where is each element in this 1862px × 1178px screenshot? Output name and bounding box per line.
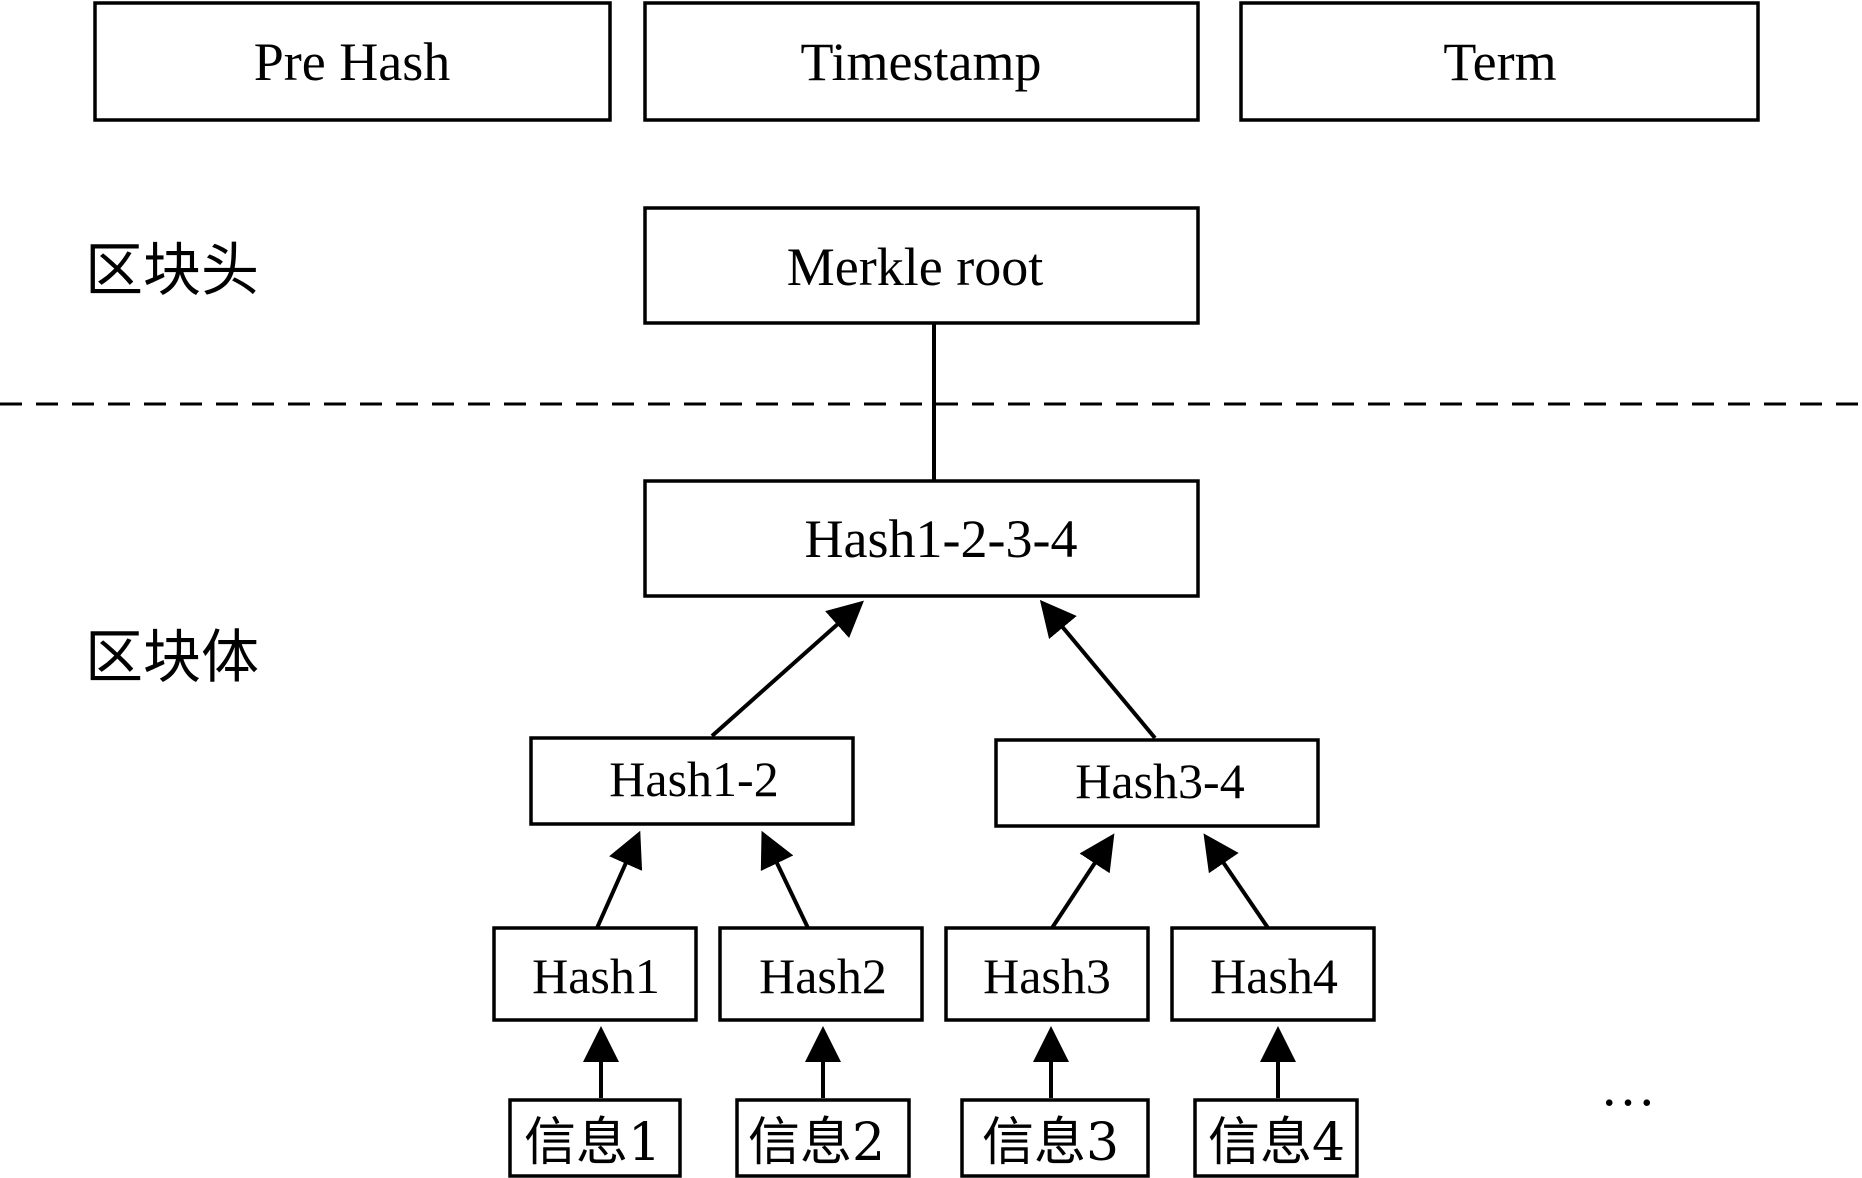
header-field-term-label: Term [1443,32,1556,92]
block-header-label: 区块头 [85,236,259,304]
arrow-hash2-to-hash12 [760,830,810,929]
leaf-hash-label-3: Hash3 [983,948,1111,1004]
mid-hash-node-1-2: Hash1-2 [529,736,855,826]
leaf-hash-node-3: Hash3 [944,926,1150,1022]
message-label-4: 信息4 [1208,1113,1345,1173]
root-hash-label: Hash1-2-3-4 [805,509,1078,569]
message-label-3: 信息3 [982,1113,1119,1173]
message-node-4: 信息4 [1193,1098,1359,1178]
message-label-1: 信息1 [524,1113,661,1173]
arrow-hash1-to-hash12 [595,830,643,929]
mid-hash-node-3-4: Hash3-4 [994,738,1320,828]
mid-hash-label-3-4: Hash3-4 [1075,753,1244,809]
leaf-hash-label-1: Hash1 [532,948,660,1004]
message-node-3: 信息3 [960,1098,1150,1178]
root-hash-node: Hash1-2-3-4 [643,479,1200,598]
message-node-2: 信息2 [735,1098,911,1178]
arrow-hash3-to-hash34 [1050,833,1115,930]
header-field-timestamp: Timestamp [643,1,1200,122]
leaf-hash-label-2: Hash2 [759,948,887,1004]
header-field-term: Term [1239,1,1760,122]
arrow-hash4-to-hash34 [1203,833,1270,930]
leaf-hash-node-1: Hash1 [492,926,698,1022]
merkle-root-label: Merkle root [787,237,1043,297]
leaf-hash-node-2: Hash2 [718,926,924,1022]
message-node-1: 信息1 [508,1098,682,1178]
ellipsis-more: … [1600,1056,1656,1118]
header-field-timestamp-label: Timestamp [800,32,1041,92]
header-field-pre-hash: Pre Hash [93,1,612,122]
mid-hash-label-1-2: Hash1-2 [609,751,778,807]
block-body-label: 区块体 [85,623,259,691]
leaf-hash-node-4: Hash4 [1170,926,1376,1022]
header-field-pre-hash-label: Pre Hash [254,32,450,92]
arrow-hash34-to-root [1039,599,1157,740]
arrow-hash12-to-root [710,600,864,738]
message-label-2: 信息2 [748,1113,885,1173]
leaf-hash-label-4: Hash4 [1210,948,1338,1004]
merkle-root-node: Merkle root [643,206,1200,325]
